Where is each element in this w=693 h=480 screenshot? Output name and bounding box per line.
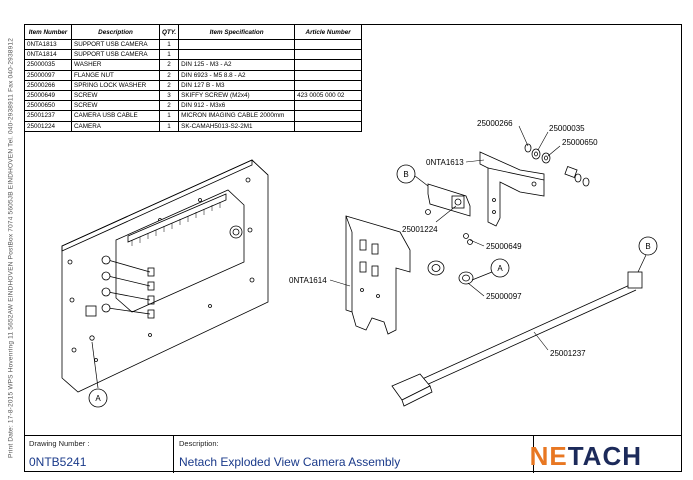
camera-module: [427, 183, 471, 217]
bubble-a-left: A: [95, 394, 101, 403]
fasteners-right: [425, 143, 590, 245]
bracket-0nta1613: [479, 151, 545, 227]
bom-header-row: Item Number Description QTY. Item Specif…: [24, 24, 363, 40]
netach-logo: NETACH: [530, 441, 642, 472]
label-0nta1614: 0NTA1614: [289, 276, 327, 285]
leader-lines: [329, 125, 561, 351]
logo-part-ne: NE: [529, 441, 568, 471]
label-25000097: 25000097: [486, 292, 522, 301]
label-25001237: 25001237: [550, 349, 586, 358]
label-25000650: 25000650: [562, 138, 598, 147]
title-block: Drawing Number : 0NTB5241 Description: N…: [24, 435, 682, 473]
description-value: Netach Exploded View Camera Assembly: [179, 455, 401, 469]
drawing-number-cell: Drawing Number : 0NTB5241: [24, 436, 174, 473]
drawing-number-value: 0NTB5241: [29, 455, 87, 469]
logo-part-tach: TACH: [567, 441, 642, 471]
camera-board-left: [115, 189, 245, 313]
flange-nuts: [427, 260, 474, 285]
label-0nta1613: 0NTA1613: [426, 158, 464, 167]
bom-table: Item Number Description QTY. Item Specif…: [24, 24, 363, 132]
table-cell: [294, 120, 363, 132]
label-25001224: 25001224: [402, 225, 438, 234]
label-25000649: 25000649: [486, 242, 522, 251]
table-cell: 1: [158, 120, 180, 132]
bubble-a-right: A: [497, 264, 503, 273]
bubble-b-right: B: [645, 242, 650, 251]
usb-cable: [391, 271, 643, 407]
connector-bundle: [101, 255, 155, 319]
label-25000266: 25000266: [477, 119, 513, 128]
label-25000035: 25000035: [549, 124, 585, 133]
description-label: Description:: [179, 439, 219, 448]
bracket-0nta1614: [345, 215, 411, 335]
bubble-b-left: B: [403, 170, 408, 179]
description-cell: Description: Netach Exploded View Camera…: [174, 436, 534, 473]
drawing-number-label: Drawing Number :: [29, 439, 90, 448]
